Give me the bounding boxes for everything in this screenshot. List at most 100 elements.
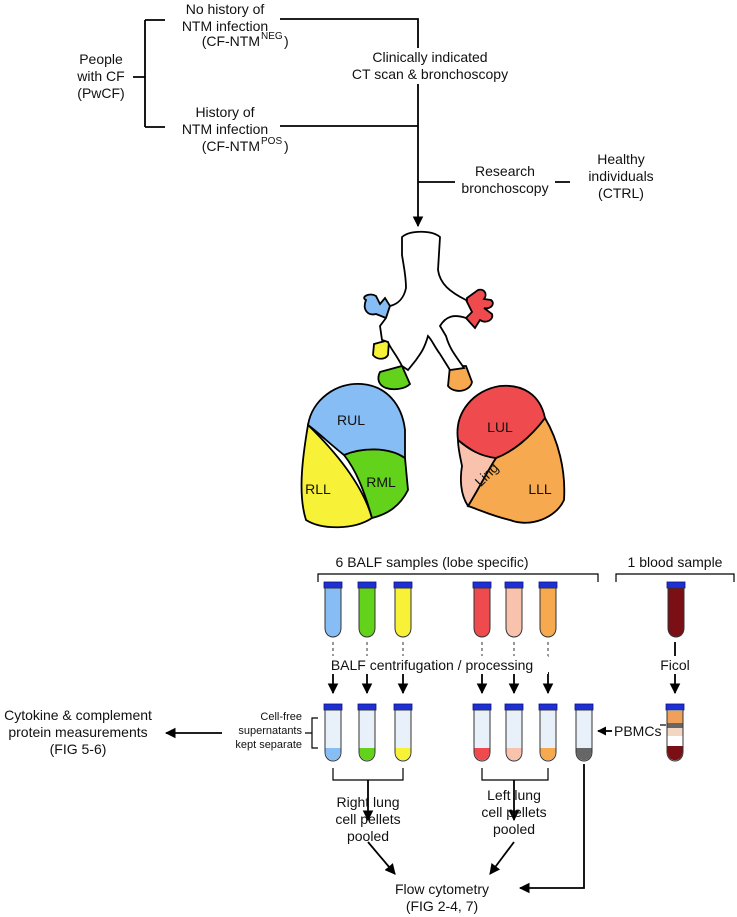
- blood-bracket: [615, 573, 735, 582]
- rul-pellet-tube: [323, 703, 343, 762]
- rul-airway-tip: [363, 293, 391, 320]
- research-line-2: bronchoscopy: [461, 180, 548, 196]
- rll-pellet-tube: [393, 703, 413, 762]
- cytokine-line-2: protein measurements: [8, 724, 147, 740]
- lul-sample-body: [473, 587, 491, 638]
- right-pool-line-2: cell pellets: [335, 811, 400, 827]
- pbmc-tube-cap: [574, 703, 594, 711]
- supernatant-label: Cell-free supernatants kept separate: [235, 711, 302, 751]
- ling-pellet: [506, 748, 522, 761]
- pos-line-1: History of: [195, 104, 254, 120]
- lll-sample-body: [539, 587, 557, 638]
- ling-sample-cap: [504, 581, 524, 589]
- left-pool-line-3: pooled: [493, 821, 535, 837]
- left-lung: LUL Ling LLL: [456, 384, 566, 524]
- supernatant-line-3: kept separate: [235, 739, 302, 751]
- rul-sample-cap: [323, 581, 343, 589]
- cytokine-label: Cytokine & complement protein measuremen…: [4, 707, 152, 757]
- neg-line: [280, 18, 419, 48]
- healthy-line-1: Healthy: [597, 151, 644, 167]
- lll-pellet-cap: [538, 703, 558, 711]
- ficol-label: Ficol: [660, 657, 690, 673]
- rml-pellet: [359, 748, 375, 761]
- pwcf-line-3: (PwCF): [77, 85, 124, 101]
- rml-airway-tip: [377, 364, 412, 391]
- rml-pellet-cap: [357, 703, 377, 711]
- research-line-1: Research: [475, 163, 535, 179]
- lul-pellet: [474, 748, 490, 761]
- ling-pellet-cap: [504, 703, 524, 711]
- rml-pellet-tube: [357, 703, 377, 762]
- ficoll-medium: [667, 728, 683, 736]
- rul-label: RUL: [337, 412, 365, 428]
- rll-sample-tube: [393, 581, 413, 638]
- lll-airway-tip: [447, 365, 473, 392]
- dashed-connectors: [332, 642, 549, 658]
- balf-bracket: [317, 573, 599, 582]
- clinical-line-2: CT scan & bronchoscopy: [352, 66, 508, 82]
- balf-samples-label: 6 BALF samples (lobe specific): [336, 554, 529, 570]
- lll-sample-cap: [538, 581, 558, 589]
- ficoll-tube-cap: [665, 703, 685, 711]
- healthy-line-3: (CTRL): [598, 185, 644, 201]
- healthy-line-2: individuals: [588, 168, 653, 184]
- lll-pellet: [540, 748, 556, 761]
- pos-close: ): [284, 138, 289, 154]
- left-pool-label: Left lung cell pellets pooled: [481, 787, 546, 837]
- ficoll-tube: [665, 703, 685, 762]
- supernatant-line-2: supernatants: [238, 725, 302, 737]
- blood-sample-label: 1 blood sample: [628, 554, 723, 570]
- blood-tube-body: [667, 587, 685, 638]
- rll-label: RLL: [305, 481, 331, 497]
- left-pool-line-2: cell pellets: [481, 804, 546, 820]
- lll-sample-tube: [538, 581, 558, 638]
- pwcf-label: People with CF (PwCF): [76, 51, 124, 101]
- pellet-tubes: [323, 703, 594, 762]
- research-label: Research bronchoscopy: [461, 163, 548, 196]
- right-pool-line-1: Right lung: [336, 794, 399, 810]
- rml-sample-body: [358, 587, 376, 638]
- pbmcs-label: PBMCs: [614, 723, 661, 739]
- healthy-label: Healthy individuals (CTRL): [588, 151, 653, 201]
- ficoll-pbmc-layer: [667, 723, 683, 728]
- pwcf-line-1: People: [79, 51, 123, 67]
- lul-pellet-tube: [472, 703, 492, 762]
- lul-sample-cap: [472, 581, 492, 589]
- lul-label: LUL: [487, 419, 513, 435]
- rml-sample-cap: [357, 581, 377, 589]
- ficoll-plasma: [667, 711, 683, 723]
- clinical-line-1: Clinically indicated: [372, 49, 487, 65]
- left-pool-line-1: Left lung: [487, 787, 541, 803]
- rll-pellet: [395, 748, 411, 761]
- right-pool-line-3: pooled: [347, 828, 389, 844]
- flow-line-1: Flow cytometry: [395, 881, 489, 897]
- pos-group-label: History of NTM infection (CF-NTM POS ): [182, 104, 289, 154]
- ling-sample-tube: [504, 581, 524, 638]
- pos-superscript: POS: [261, 136, 282, 147]
- rll-pellet-cap: [393, 703, 413, 711]
- ling-sample-body: [505, 587, 523, 638]
- arrow-right-flow: [367, 841, 396, 875]
- neg-line-3: (CF-NTM: [202, 33, 260, 49]
- clinical-label: Clinically indicated CT scan & bronchosc…: [352, 49, 508, 82]
- ficol-label-bg: [654, 656, 696, 674]
- centrifugation-label: BALF centrifugation / processing: [331, 657, 533, 673]
- left-pool-bracket: [481, 768, 549, 781]
- arrow-left-flow: [489, 841, 515, 875]
- rml-label: RML: [366, 474, 396, 490]
- pbmc-tube: [574, 703, 594, 762]
- right-pool-label: Right lung cell pellets pooled: [335, 794, 400, 844]
- rml-sample-tube: [357, 581, 377, 638]
- neg-close: ): [284, 33, 289, 49]
- arrow-pbmc-flow: [518, 764, 585, 894]
- pbmc-pellet: [576, 748, 592, 761]
- pwcf-bracket: [133, 19, 165, 128]
- lul-sample-tube: [472, 581, 492, 638]
- blood-tube-cap: [666, 581, 686, 589]
- rll-sample-cap: [393, 581, 413, 589]
- neg-superscript: NEG: [261, 31, 283, 42]
- ficoll-rbc: [667, 746, 683, 761]
- flow-line-2: (FIG 2-4, 7): [406, 898, 478, 914]
- ling-pellet-tube: [504, 703, 524, 762]
